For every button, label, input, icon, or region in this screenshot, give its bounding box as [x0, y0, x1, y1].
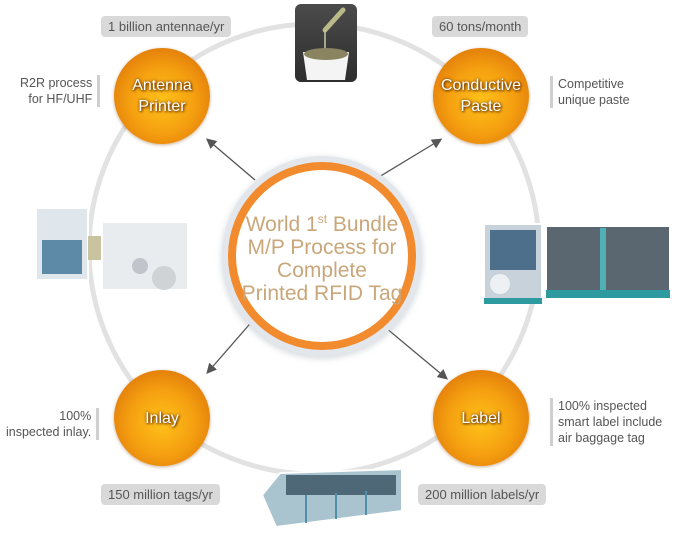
inlay-capacity-badge: 150 million tags/yr [101, 484, 220, 505]
center-line-3: Complete [277, 258, 367, 282]
center-circle: World 1st Bundle M/P Process for Complet… [228, 162, 416, 350]
center-line-4: Printed RFID Tag [241, 281, 403, 305]
inlay-note-line-2: inspected inlay. [6, 425, 92, 439]
inlay-node-label: Inlay [145, 409, 179, 427]
center-line-1-sup: st [317, 211, 328, 226]
arrow-to-inlay [206, 317, 256, 374]
inlay-note: 100% inspected inlay. [6, 408, 100, 440]
center-line-1: World 1 [245, 212, 318, 236]
paste-note-line-2: unique paste [558, 93, 630, 107]
conductive-paste-photo [295, 4, 357, 82]
center-line-1-end: Bundle [327, 212, 399, 236]
label-node-label: Label [461, 409, 501, 427]
arrow-to-conductive-paste [373, 138, 443, 181]
paste-capacity-badge: 60 tons/month [432, 16, 529, 37]
antenna-note: R2R process for HF/UHF [20, 75, 101, 107]
antenna-note-line-2: for HF/UHF [28, 92, 93, 106]
label-capacity-badge: 200 million labels/yr [418, 484, 547, 505]
antenna-note-line-1: R2R process [20, 76, 93, 90]
label-note: 100% inspected smart label include air b… [550, 398, 662, 446]
paste-note: Competitive unique paste [550, 76, 630, 108]
paste-note-line-1: Competitive [558, 77, 624, 91]
inlay-node: Inlay [114, 370, 210, 466]
label-node: Label [433, 370, 529, 466]
inlay-note-line-1: 100% [59, 409, 92, 423]
label-note-line-1: 100% inspected [558, 399, 647, 413]
paste-node-line-2: Paste [460, 98, 502, 115]
center-title: World 1st Bundle M/P Process for Complet… [242, 208, 403, 305]
antenna-capacity-badge: 1 billion antennae/yr [101, 16, 232, 37]
antenna-node-line-1: Antenna [132, 77, 192, 94]
center-line-2: M/P Process for [247, 235, 397, 259]
antenna-printer-machine-photo [32, 200, 192, 300]
arrow-to-antenna-printer [206, 138, 256, 181]
label-note-line-3: air baggage tag [558, 431, 645, 445]
label-note-line-2: smart label include [558, 415, 663, 429]
arrow-to-label [373, 317, 448, 380]
inlay-machine-photo [256, 455, 406, 530]
paste-node-line-1: Conductive [440, 77, 522, 94]
label-machine-photo [480, 218, 675, 308]
antenna-node-line-2: Printer [138, 98, 186, 115]
